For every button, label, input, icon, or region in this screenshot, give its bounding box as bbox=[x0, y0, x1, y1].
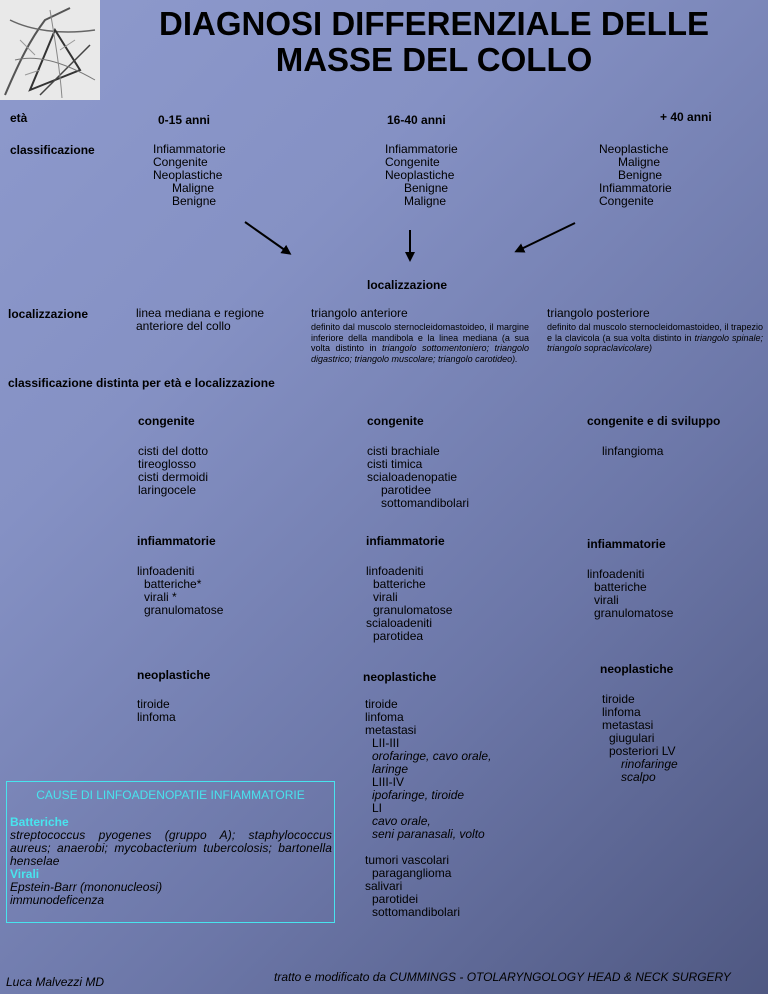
localizzazione-center-label: localizzazione bbox=[367, 278, 448, 292]
infiammatorie-list-col2: linfoadeniti batteriche virali granuloma… bbox=[366, 564, 453, 643]
infiammatorie-list-col3: linfoadeniti batteriche virali granuloma… bbox=[587, 567, 674, 620]
age-group-40plus: + 40 anni bbox=[660, 110, 712, 124]
congenite-title-col1: congenite bbox=[138, 414, 195, 428]
infiammatorie-title-col2: infiammatorie bbox=[366, 534, 445, 548]
page-title: DIAGNOSI DIFFERENZIALE DELLE MASSE DEL C… bbox=[158, 5, 709, 78]
neck-anatomy-illustration bbox=[0, 0, 100, 100]
neoplastiche-title-col1: neoplastiche bbox=[137, 668, 211, 682]
loc-triangolo-anteriore: triangolo anteriore definito dal muscolo… bbox=[311, 306, 529, 364]
classificazione-distinta-label: classificazione distinta per età e local… bbox=[8, 376, 275, 390]
neoplastiche-list-col1: tiroide linfoma bbox=[137, 697, 176, 724]
cause-linfoadenopatie-box: CAUSE DI LINFOADENOPATIE INFIAMMATORIE B… bbox=[6, 781, 335, 923]
virali-line-1: Epstein-Barr (mononucleosi) bbox=[10, 880, 163, 894]
congenite-title-col3: congenite e di sviluppo bbox=[587, 414, 721, 428]
age-group-16-40: 16-40 anni bbox=[387, 113, 446, 127]
congenite-list-col1: cisti del dotto tireoglosso cisti dermoi… bbox=[138, 444, 209, 497]
infiammatorie-title-col1: infiammatorie bbox=[137, 534, 216, 548]
classificazione-label: classificazione bbox=[10, 143, 95, 157]
class-list-40plus: Neoplastiche Maligne Benigne Infiammator… bbox=[599, 142, 672, 208]
congenite-title-col2: congenite bbox=[367, 414, 424, 428]
neoplastiche-title-col3: neoplastiche bbox=[600, 662, 674, 676]
neoplastiche-list-col2: tiroide linfoma metastasi LII-III orofar… bbox=[365, 697, 492, 841]
eta-label: età bbox=[10, 111, 28, 125]
virali-label: Virali bbox=[10, 867, 40, 881]
class-list-16-40: Infiammatorie Congenite Neoplastiche Ben… bbox=[385, 142, 458, 208]
box-title: CAUSE DI LINFOADENOPATIE INFIAMMATORIE bbox=[36, 788, 305, 802]
batteriche-label: Batteriche bbox=[10, 815, 69, 829]
class-list-0-15: Infiammatorie Congenite Neoplastiche Mal… bbox=[153, 142, 226, 208]
neoplastiche-title-col2: neoplastiche bbox=[363, 670, 437, 684]
batteriche-text: streptococcus pyogenes (gruppo A); staph… bbox=[10, 828, 332, 868]
infiammatorie-list-col1: linfoadeniti batteriche* virali * granul… bbox=[137, 564, 224, 617]
neoplastiche-list-col3: tiroide linfoma metastasi giugulari post… bbox=[602, 692, 678, 784]
source-credit: tratto e modificato da CUMMINGS - OTOLAR… bbox=[274, 970, 731, 984]
localizzazione-row-label: localizzazione bbox=[8, 307, 89, 321]
author: Luca Malvezzi MD bbox=[6, 975, 105, 989]
age-group-0-15: 0-15 anni bbox=[158, 113, 211, 127]
loc-triangolo-posteriore: triangolo posteriore definito dal muscol… bbox=[547, 306, 763, 354]
virali-line-2: immunodeficenza bbox=[10, 893, 105, 907]
infiammatorie-title-col3: infiammatorie bbox=[587, 537, 666, 551]
arrow-right bbox=[514, 222, 576, 253]
loc-linea-mediana: linea mediana e regione anteriore del co… bbox=[136, 306, 265, 333]
neoplastiche-extra-col2: tumori vascolari paraganglioma salivari … bbox=[365, 853, 461, 919]
congenite-list-col3: linfangioma bbox=[602, 444, 664, 458]
congenite-list-col2: cisti brachiale cisti timica scialoadeno… bbox=[367, 444, 470, 510]
arrow-left bbox=[244, 221, 292, 255]
